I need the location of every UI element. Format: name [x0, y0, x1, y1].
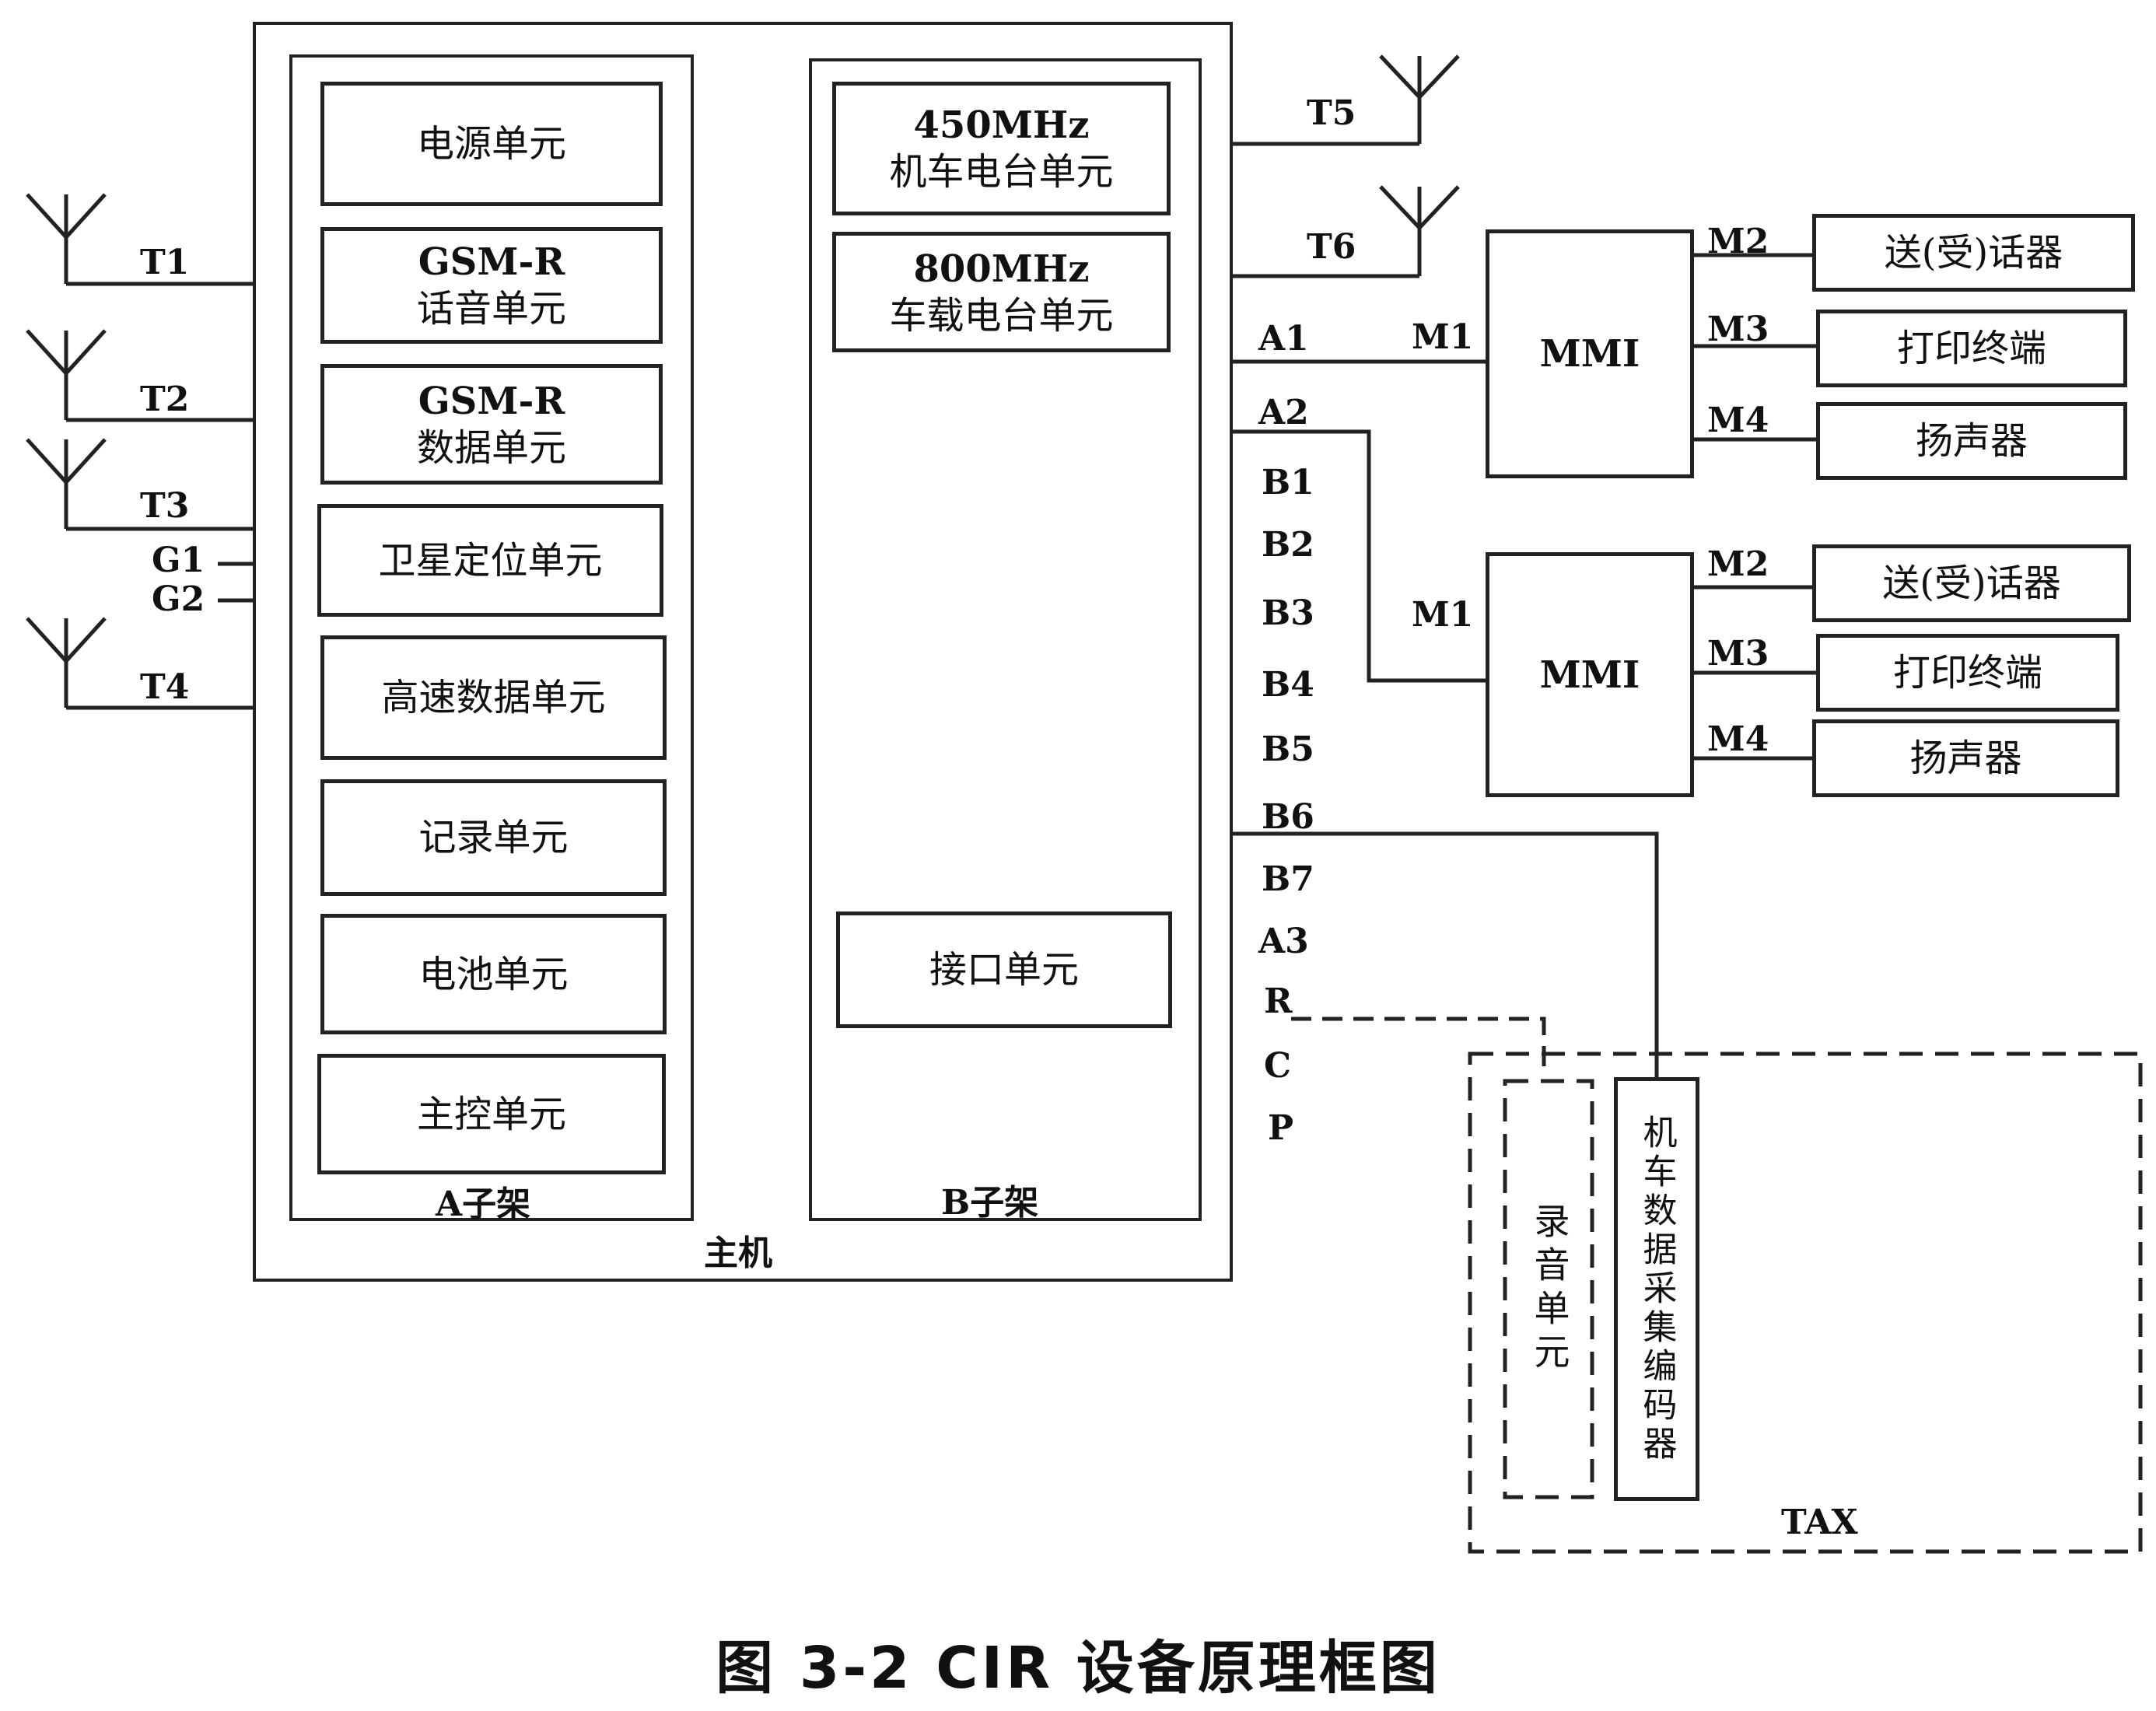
- port-r: R: [1264, 981, 1293, 1021]
- port-p: P: [1268, 1108, 1294, 1148]
- figure-caption: 图 3-2 CIR 设备原理框图: [716, 1635, 1440, 1702]
- rack-a-label: A子架: [436, 1184, 531, 1224]
- mmi-1-speaker: 扬声器: [1816, 402, 2127, 480]
- port-b2: B2: [1262, 525, 1314, 565]
- port-t4: T4: [140, 667, 190, 707]
- wire-a2-m1: [1202, 429, 1486, 683]
- interface-unit: 接口单元: [836, 911, 1172, 1028]
- port-b1: B1: [1262, 463, 1314, 502]
- mmi-2: MMI: [1486, 552, 1694, 797]
- mmi-1-port-m3: M3: [1707, 310, 1769, 349]
- mmi-1-printer: 打印终端: [1816, 310, 2127, 387]
- tax-label: TAX: [1781, 1503, 1858, 1542]
- port-t6: T6: [1307, 227, 1356, 267]
- record-unit-box: [1503, 1079, 1594, 1499]
- port-c: C: [1264, 1046, 1292, 1086]
- port-a2: A2: [1258, 393, 1309, 432]
- mmi-1-port-m1: M1: [1412, 317, 1474, 357]
- port-a3: A3: [1258, 922, 1309, 961]
- tax-boundary: [1468, 1051, 2143, 1554]
- tax-record-unit-label: 录音单元: [1528, 1202, 1571, 1377]
- port-t3: T3: [140, 486, 190, 526]
- mmi-1: MMI: [1486, 229, 1694, 478]
- port-a1: A1: [1258, 319, 1309, 359]
- port-g2: G2: [152, 579, 205, 619]
- port-g1: G1: [152, 541, 205, 580]
- rack-b-label: B子架: [941, 1183, 1039, 1223]
- port-b4: B4: [1262, 665, 1314, 705]
- high-speed-data-unit: 高速数据单元: [320, 635, 667, 760]
- port-b3: B3: [1262, 593, 1314, 633]
- satellite-positioning-unit: 卫星定位单元: [317, 504, 663, 617]
- battery-unit: 电池单元: [320, 914, 667, 1034]
- port-t2: T2: [140, 380, 190, 419]
- port-b6: B6: [1262, 797, 1314, 837]
- mmi-2-port-m4: M4: [1707, 719, 1769, 759]
- port-t1: T1: [140, 243, 190, 282]
- wire-r-record-unit: [1291, 1016, 1546, 1073]
- mmi-2-handset: 送(受)话器: [1812, 544, 2131, 622]
- record-unit: 记录单元: [320, 779, 667, 896]
- wire-b6-encoder: [1202, 831, 1659, 1077]
- port-b7: B7: [1262, 859, 1314, 899]
- mmi-1-handset: 送(受)话器: [1812, 214, 2135, 292]
- power-unit: 电源单元: [320, 82, 663, 206]
- mmi-2-speaker: 扬声器: [1812, 719, 2119, 797]
- port-t5: T5: [1307, 93, 1356, 133]
- mmi-2-port-m2: M2: [1707, 544, 1769, 584]
- host-label: 主机: [704, 1233, 772, 1273]
- mmi-1-port-m2: M2: [1707, 222, 1769, 261]
- port-b5: B5: [1262, 730, 1314, 769]
- mmi-1-port-m4: M4: [1707, 401, 1769, 440]
- mmi-2-printer: 打印终端: [1816, 634, 2119, 712]
- main-control-unit: 主控单元: [317, 1054, 666, 1174]
- tax-data-encoder: 机车数据采集编码器: [1614, 1077, 1699, 1501]
- mmi-2-port-m3: M3: [1707, 634, 1769, 674]
- mmi-2-port-m1: M1: [1412, 595, 1474, 635]
